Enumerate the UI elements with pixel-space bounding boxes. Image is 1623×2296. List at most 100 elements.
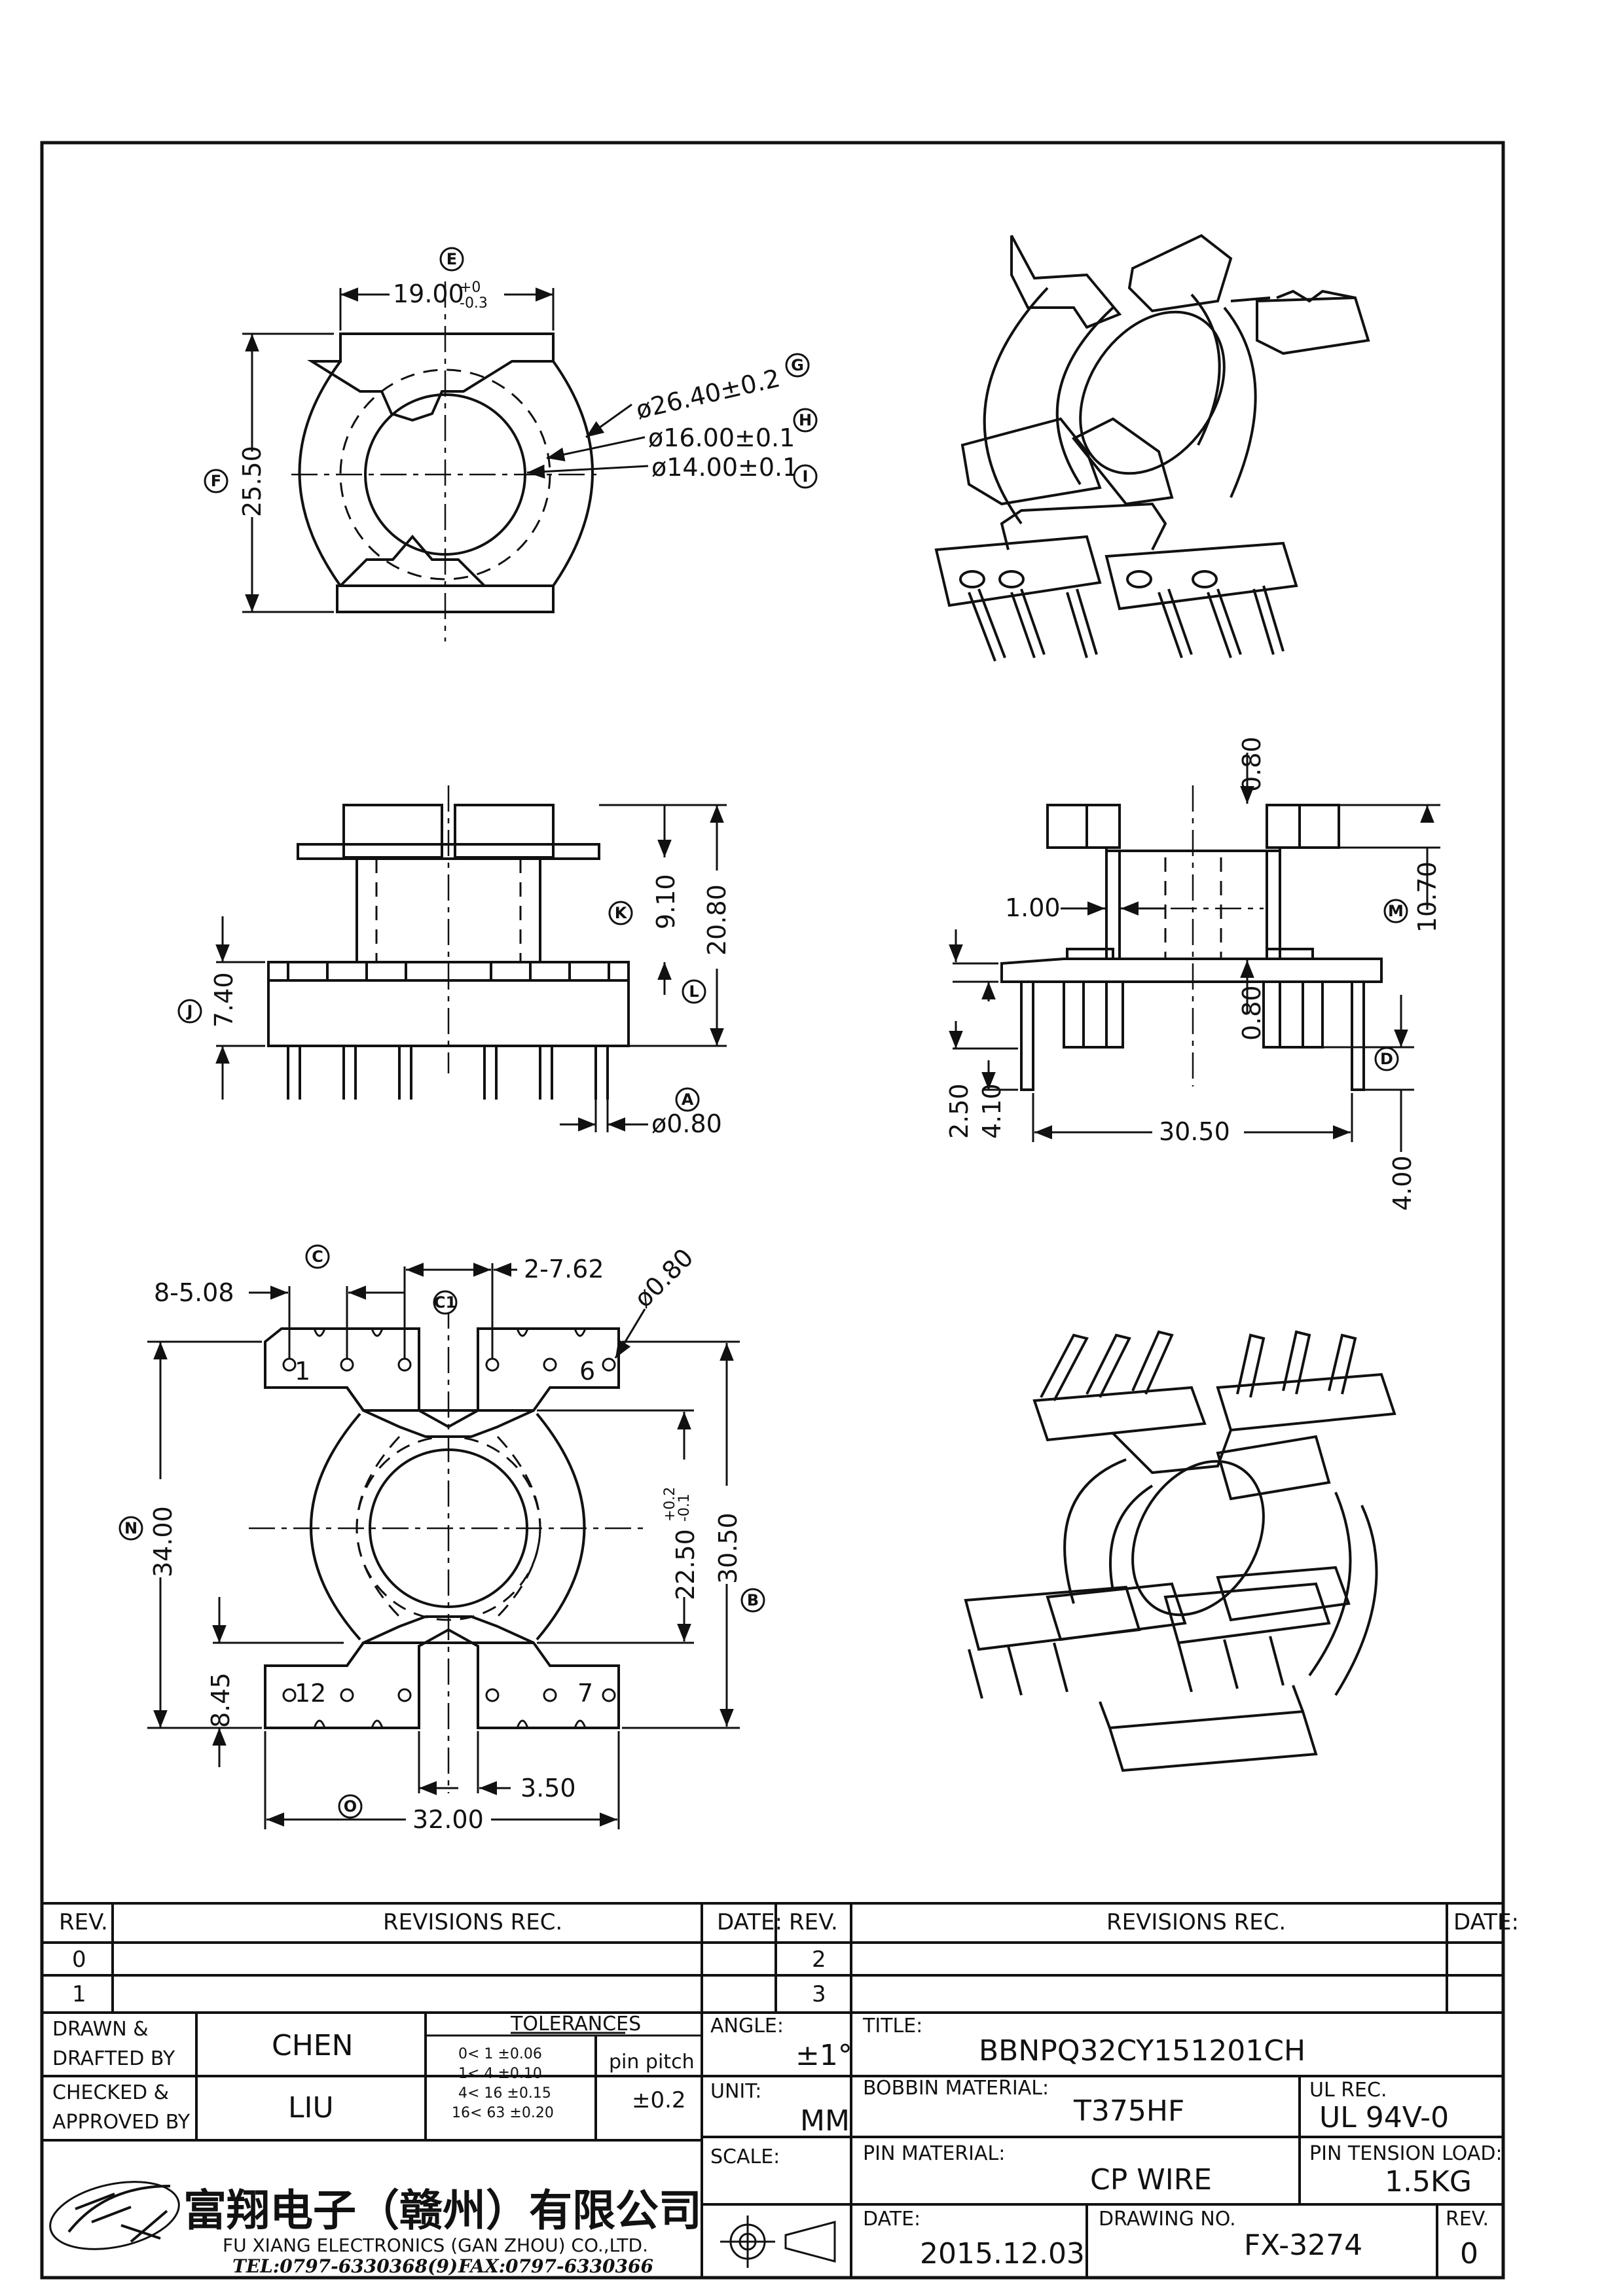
front-h-base: 7.40 (210, 972, 238, 1028)
top-height-dim: 25.50 (238, 446, 266, 517)
unit-label: UNIT: (710, 2080, 761, 2103)
tol-row-2: 4< 16 ±0.15 (458, 2085, 551, 2102)
side-flange-gap: 0.80 (1237, 736, 1266, 792)
tolerances-label: TOLERANCES (510, 2013, 641, 2036)
bottom-inner-tol-upper: +0.2 (662, 1487, 678, 1522)
pin-pitch-value: ±0.2 (632, 2087, 686, 2113)
callout-c1: C1 (434, 1293, 456, 1312)
side-wall: 1.00 (1005, 893, 1061, 922)
top-dia-outer: ø26.40±0.2 (633, 363, 782, 424)
company-tel: TEL:0797-6330368(9) (232, 2255, 458, 2277)
side-pin-b: 4.10 (977, 1083, 1006, 1139)
front-pin-dia: ø0.80 (651, 1109, 722, 1138)
angle-label: ANGLE: (710, 2015, 784, 2037)
bottom-outer: 30.50 (714, 1513, 742, 1584)
top-view: 19.00 +0 -0.3 E 25.50 F ø26.40±0.2 ø16.0… (204, 247, 818, 641)
projection-symbol (720, 2215, 836, 2268)
top-dia-mid: ø16.00±0.1 (648, 423, 795, 452)
checked-label-2: APPROVED BY (52, 2111, 191, 2134)
pin-label-7: 7 (577, 1679, 593, 1708)
drawn-label-2: DRAFTED BY (52, 2047, 175, 2070)
tol-row-3: 16< 63 ±0.20 (452, 2105, 554, 2121)
company-fax: FAX:0797-6330366 (458, 2255, 653, 2277)
bottom-inner-tol-lower: -0.1 (676, 1494, 693, 1522)
side-view: 0.80 10.70 M 1.00 0.80 2.50 4.10 30.50 4… (945, 736, 1442, 1211)
drawing-no-value: FX-3274 (1244, 2229, 1362, 2262)
bottom-inner: 22.50 (671, 1529, 700, 1600)
top-dia-inner: ø14.00±0.1 (651, 453, 798, 482)
revisions-header-right: REVISIONS REC. (1106, 1909, 1286, 1935)
drawing-no-label: DRAWING NO. (1099, 2208, 1236, 2231)
callout-i: I (803, 467, 809, 486)
side-height: 10.70 (1413, 861, 1442, 933)
rev-value: 0 (1460, 2237, 1478, 2270)
date-value: 2015.12.03 (920, 2237, 1085, 2270)
pin-tension-label: PIN TENSION LOAD: (1309, 2142, 1503, 2165)
callout-g: G (791, 356, 804, 374)
callout-j: J (186, 1002, 193, 1020)
bottom-offset: 8.45 (206, 1672, 235, 1728)
tol-row-0: 0< 1 ±0.06 (458, 2046, 542, 2062)
iso-view-top (934, 234, 1370, 662)
ul-label: UL REC. (1309, 2079, 1387, 2102)
drawn-value: CHEN (272, 2029, 354, 2062)
pin-material-value: CP WIRE (1090, 2163, 1212, 2197)
bottom-pin-hole: ø0.80 (629, 1243, 699, 1313)
rev-header-mid: REV. (789, 1909, 838, 1935)
date-header-right: DATE: (1453, 1909, 1519, 1935)
bottom-view: 1 6 12 7 8-5.08 C 2-7.62 C1 ø0.80 34.00 … (119, 1243, 765, 1834)
callout-a: A (682, 1090, 694, 1109)
side-pin-len: 4.00 (1388, 1155, 1417, 1211)
bobbin-value: T375HF (1073, 2094, 1184, 2128)
rev-1: 1 (72, 1981, 86, 2007)
bobbin-label: BOBBIN MATERIAL: (863, 2077, 1049, 2100)
callout-o: O (344, 1797, 357, 1816)
date-label: DATE: (863, 2208, 921, 2231)
pin-label-6: 6 (579, 1357, 595, 1386)
checked-label-1: CHECKED & (52, 2081, 169, 2104)
company-name-en: FU XIANG ELECTRONICS (GAN ZHOU) CO.,LTD. (223, 2234, 648, 2256)
title-block: REV. REVISIONS REC. DATE: REV. REVISIONS… (42, 1902, 1519, 2278)
rev-label: REV. (1446, 2208, 1489, 2231)
front-h-total: 20.80 (702, 884, 731, 956)
company-name-cn: 富翔电子（赣州）有限公司 (183, 2185, 702, 2236)
rev-3: 3 (812, 1981, 826, 2007)
date-header-left: DATE: (717, 1909, 782, 1935)
top-width-tol-lower: -0.3 (460, 295, 488, 312)
top-width-tol-upper: +0 (460, 279, 481, 296)
callout-e: E (447, 250, 457, 268)
top-width-dim: 19.00 (393, 279, 464, 308)
bottom-pitch: 8-5.08 (154, 1278, 234, 1307)
callout-k: K (615, 904, 628, 922)
company-logo (49, 2181, 180, 2250)
bottom-height: 34.00 (149, 1506, 177, 1577)
scale-label: SCALE: (710, 2145, 780, 2168)
tol-row-1: 1< 4 ±0.10 (458, 2066, 542, 2082)
bottom-gap: 3.50 (520, 1774, 576, 1803)
rev-2: 2 (812, 1946, 826, 1973)
title-value: BBNPQ32CY151201CH (979, 2034, 1305, 2068)
callout-h: H (799, 411, 812, 429)
angle-value: ±1° (795, 2039, 852, 2072)
ul-value: UL 94V-0 (1319, 2101, 1449, 2134)
front-h-upper: 9.10 (651, 874, 680, 929)
front-view: 9.10 20.80 K L 7.40 J ø0.80 A (177, 785, 731, 1138)
title-label: TITLE: (862, 2015, 922, 2037)
pin-label-1: 1 (295, 1357, 310, 1386)
rev-0: 0 (72, 1946, 86, 1973)
side-pin-a: 2.50 (945, 1083, 974, 1139)
bottom-width: 32.00 (412, 1805, 484, 1834)
pin-tension-value: 1.5KG (1385, 2165, 1472, 2198)
callout-b: B (747, 1591, 759, 1609)
callout-d: D (1380, 1050, 1393, 1068)
callout-n: N (124, 1519, 137, 1537)
callout-l: L (689, 982, 699, 1001)
sheet-border (40, 141, 1505, 2280)
callout-c: C (312, 1247, 323, 1266)
unit-value: MM (800, 2104, 850, 2138)
side-lower-gap: 0.80 (1237, 985, 1266, 1041)
side-span: 30.50 (1159, 1117, 1230, 1146)
callout-f: F (211, 472, 221, 490)
rev-header-left: REV. (59, 1909, 108, 1935)
